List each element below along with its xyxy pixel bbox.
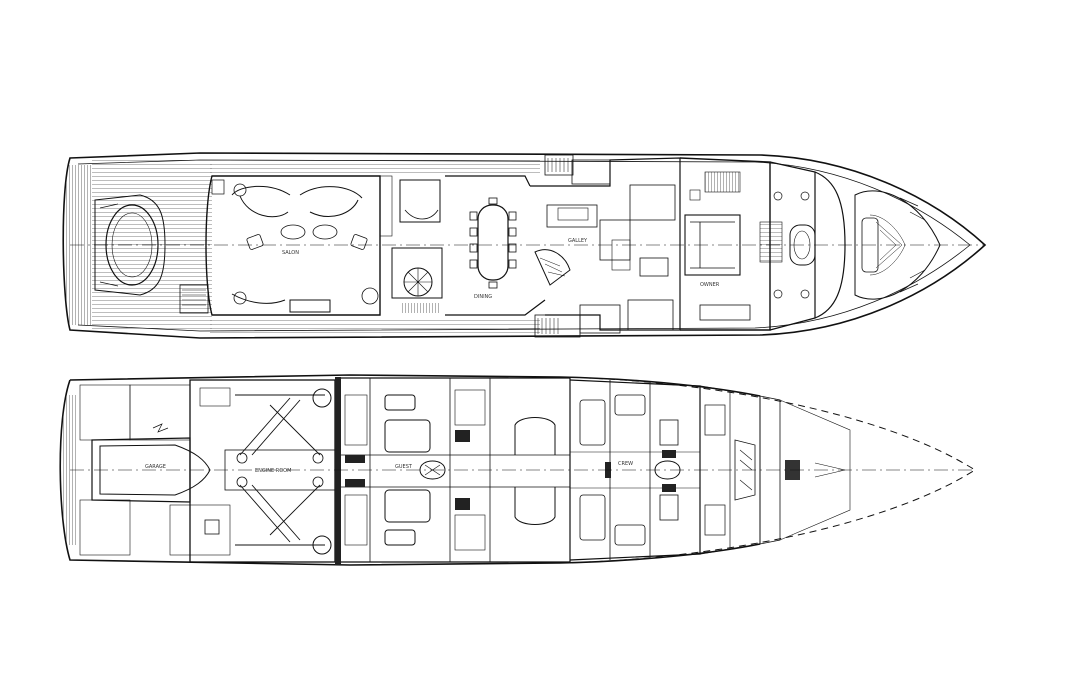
- guest-label: GUEST: [395, 464, 413, 470]
- galley-label: GALLEY: [568, 238, 588, 244]
- owner-label: OWNER: [700, 282, 720, 288]
- crew-label: CREW: [618, 461, 633, 467]
- lower-deck: GARAGE ENGINE ROOM: [59, 374, 976, 566]
- garage-label: GARAGE: [145, 464, 166, 470]
- salon-label: SALON: [282, 250, 299, 256]
- engine-room-label: ENGINE ROOM: [255, 468, 291, 474]
- main-deck: SALON DINING: [62, 152, 987, 339]
- dining-label: DINING: [474, 294, 492, 300]
